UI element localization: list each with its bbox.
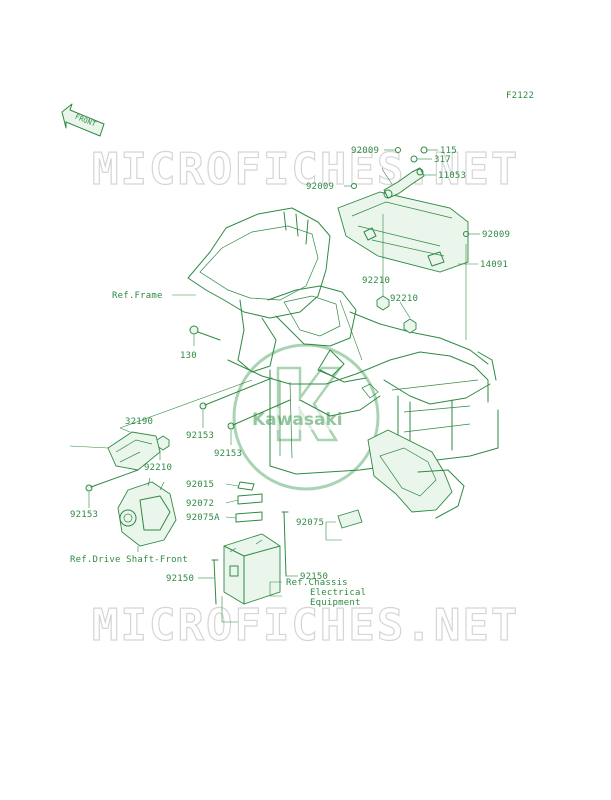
label-92075a: 92075A — [186, 513, 220, 523]
label-92210-c: 92210 — [144, 463, 172, 473]
label-92150-a: 92150 — [300, 572, 328, 582]
front-arrow-icon: FRONT — [61, 103, 105, 137]
pad-92075 — [337, 509, 363, 529]
rod-92150-a — [281, 511, 289, 577]
label-ref-chassis-line2: Electrical — [310, 588, 366, 598]
label-115: 115 — [440, 146, 457, 156]
label-92153-a: 92153 — [186, 431, 214, 441]
nut-92210-a — [376, 295, 390, 311]
label-92009-b: 92009 — [306, 182, 334, 192]
label-92150-b: 92150 — [166, 574, 194, 584]
label-92153-b: 92153 — [214, 449, 242, 459]
bolt-92153-a — [199, 377, 273, 410]
label-11053: 11053 — [438, 171, 466, 181]
cushion-92015 — [237, 481, 255, 491]
rod-92150-b — [211, 559, 219, 605]
frame-drawing — [187, 207, 499, 519]
battery — [223, 533, 281, 605]
label-ref-chassis-line1: Ref.Chassis — [286, 578, 348, 588]
bolt-130 — [189, 325, 221, 341]
watermark-top: MICROFICHES.NET — [92, 144, 519, 195]
label-ref-chassis-line3: Equipment — [310, 598, 361, 608]
label-317: 317 — [434, 155, 451, 165]
logo-text: Kawasaki — [252, 410, 343, 430]
bolt-92153-c — [85, 469, 139, 492]
label-92015: 92015 — [186, 480, 214, 490]
nut-92210-b — [403, 318, 417, 334]
pad-92075a — [235, 511, 263, 523]
drive-shaft-front-assembly — [117, 477, 177, 547]
spacer-92072 — [237, 493, 263, 505]
kawasaki-logo: Kawasaki — [232, 343, 380, 491]
label-ref-frame: Ref.Frame — [112, 291, 163, 301]
watermark-bottom: MICROFICHES.NET — [92, 600, 519, 651]
label-92153-c: 92153 — [70, 510, 98, 520]
label-92075: 92075 — [296, 518, 324, 528]
label-92210-b: 92210 — [390, 294, 418, 304]
bracket-32190 — [107, 431, 161, 471]
cover-plate-14091 — [337, 191, 469, 273]
label-92009-c: 92009 — [482, 230, 510, 240]
bracket-11053 — [383, 167, 425, 199]
label-92009-a: 92009 — [351, 146, 379, 156]
label-14091: 14091 — [480, 260, 508, 270]
label-92072: 92072 — [186, 499, 214, 509]
leader-lines — [69, 149, 480, 623]
diagram-code: F2122 — [506, 91, 534, 101]
bolt-92153-b — [227, 399, 291, 430]
label-92210-a: 92210 — [362, 276, 390, 286]
label-130: 130 — [180, 351, 197, 361]
label-ref-drive-shaft: Ref.Drive Shaft-Front — [70, 555, 188, 565]
label-32190: 32190 — [125, 417, 153, 427]
